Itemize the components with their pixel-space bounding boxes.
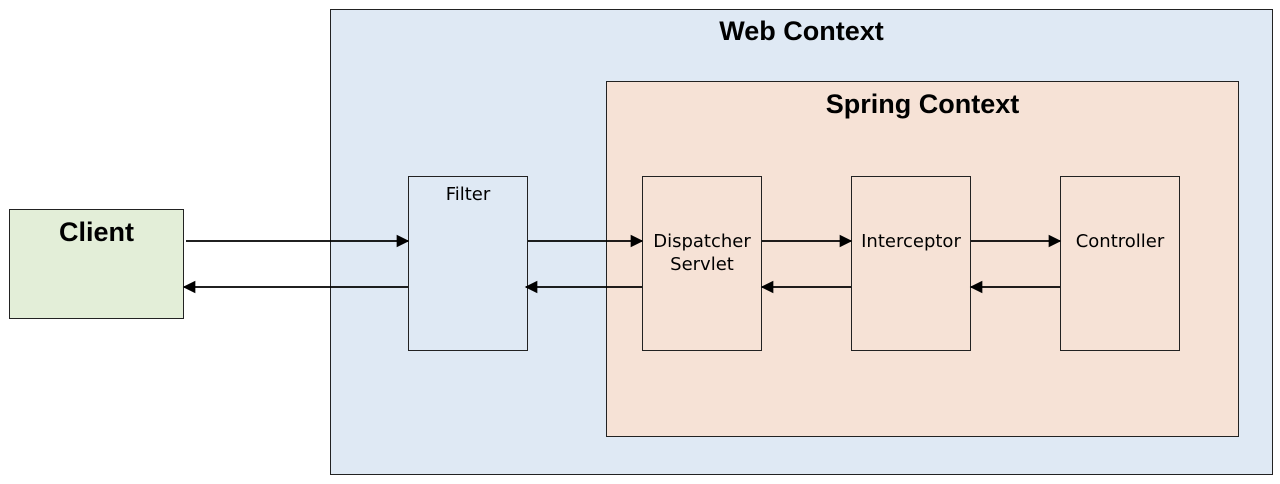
client-label: Client bbox=[58, 217, 134, 247]
spring-context-title: Spring Context bbox=[825, 89, 1020, 119]
interceptor-node: Interceptor bbox=[851, 176, 971, 351]
client-node: Client bbox=[9, 209, 184, 319]
filter-node: Filter bbox=[408, 176, 528, 351]
dispatcher-label-line2: Servlet bbox=[670, 254, 734, 275]
web-context-title: Web Context bbox=[719, 16, 884, 46]
dispatcher-servlet-node: Dispatcher Servlet bbox=[642, 176, 762, 351]
interceptor-label: Interceptor bbox=[861, 231, 961, 252]
dispatcher-label-line1: Dispatcher bbox=[653, 231, 751, 252]
controller-label: Controller bbox=[1075, 231, 1165, 252]
filter-label: Filter bbox=[445, 184, 491, 205]
controller-node: Controller bbox=[1060, 176, 1180, 351]
